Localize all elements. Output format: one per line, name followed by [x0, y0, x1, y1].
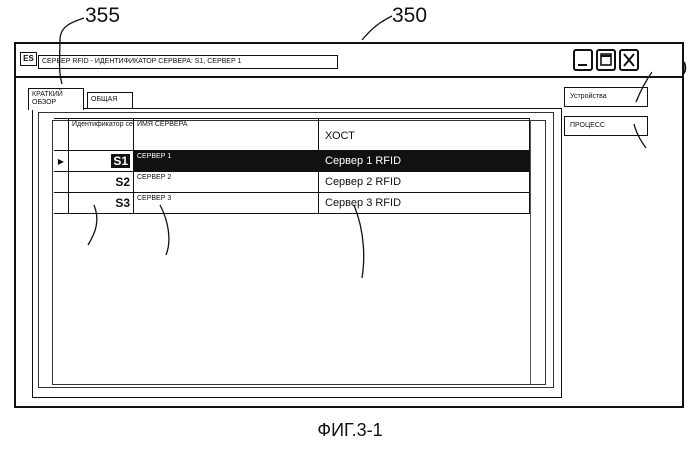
figure-caption: ФИГ.3-1	[0, 420, 700, 441]
leader-390	[636, 72, 652, 102]
leader-395	[634, 124, 646, 148]
leader-370	[160, 205, 169, 255]
leader-350	[362, 16, 392, 40]
leader-375	[354, 205, 364, 278]
tab-overview[interactable]: КРАТКИЙ ОБЗОР	[28, 88, 84, 110]
leader-365	[88, 205, 97, 245]
leader-355	[60, 18, 85, 84]
